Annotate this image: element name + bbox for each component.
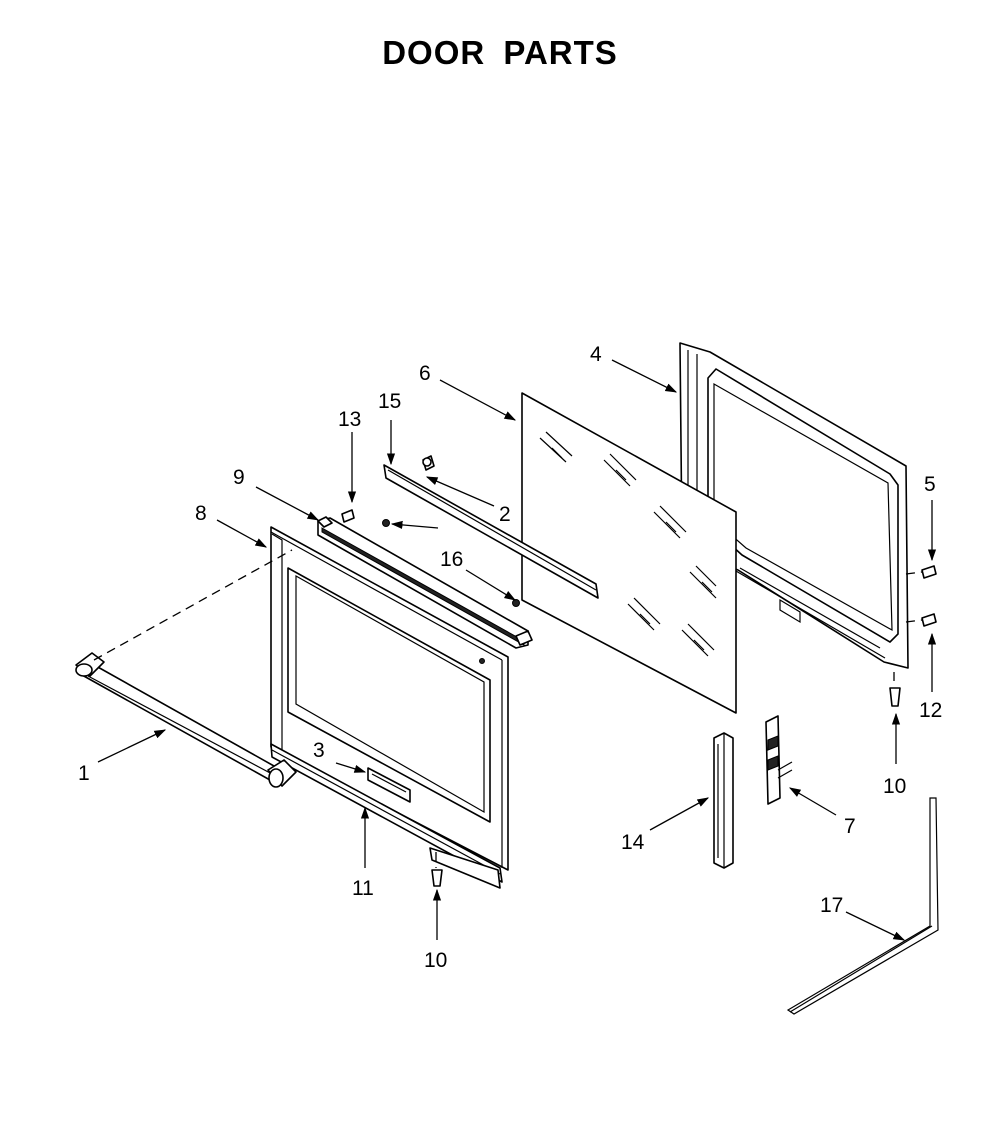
door-hinge [765, 715, 793, 805]
callout-10-bottom: 10 [424, 949, 447, 972]
callout-6: 6 [419, 362, 431, 385]
screw-part-5 [921, 565, 937, 579]
callout-4: 4 [590, 343, 602, 366]
page-title: DOOR PARTS [382, 34, 618, 71]
screw-part-10-right [889, 687, 901, 707]
callout-3: 3 [313, 739, 325, 762]
callout-17: 17 [820, 894, 843, 917]
callout-9: 9 [233, 466, 245, 489]
door-glass-panel [521, 392, 737, 714]
assembly-guide-lines [93, 549, 923, 868]
callout-16: 16 [440, 548, 463, 571]
door-gasket [786, 797, 939, 1015]
callout-labels: 1 2 3 4 5 6 7 8 9 10 10 11 12 13 14 15 1… [78, 343, 942, 972]
callout-12: 12 [919, 699, 942, 722]
screw-part-10-bottom [431, 869, 443, 887]
callout-7: 7 [844, 815, 856, 838]
callout-1: 1 [78, 762, 90, 785]
leader-lines [97, 359, 937, 941]
bottom-door-trim [270, 743, 503, 889]
clip-part-16 [382, 519, 520, 607]
callout-14: 14 [621, 831, 645, 854]
callout-15: 15 [378, 390, 401, 413]
door-badge [367, 767, 411, 803]
callout-11: 11 [352, 877, 374, 900]
callout-2: 2 [499, 503, 511, 526]
callout-10-right: 10 [883, 775, 906, 798]
top-hinge-rail [317, 516, 533, 649]
callout-13: 13 [338, 408, 361, 431]
outer-door-panel [270, 526, 509, 871]
screw-part-12 [921, 613, 937, 627]
inner-door-liner [679, 342, 909, 669]
callout-8: 8 [195, 502, 207, 525]
callout-5: 5 [924, 473, 936, 496]
screw-part-13 [341, 509, 355, 523]
top-vent-trim [383, 464, 599, 599]
door-handle [75, 652, 297, 788]
side-bracket [713, 732, 734, 869]
screw-part-2 [422, 455, 435, 471]
